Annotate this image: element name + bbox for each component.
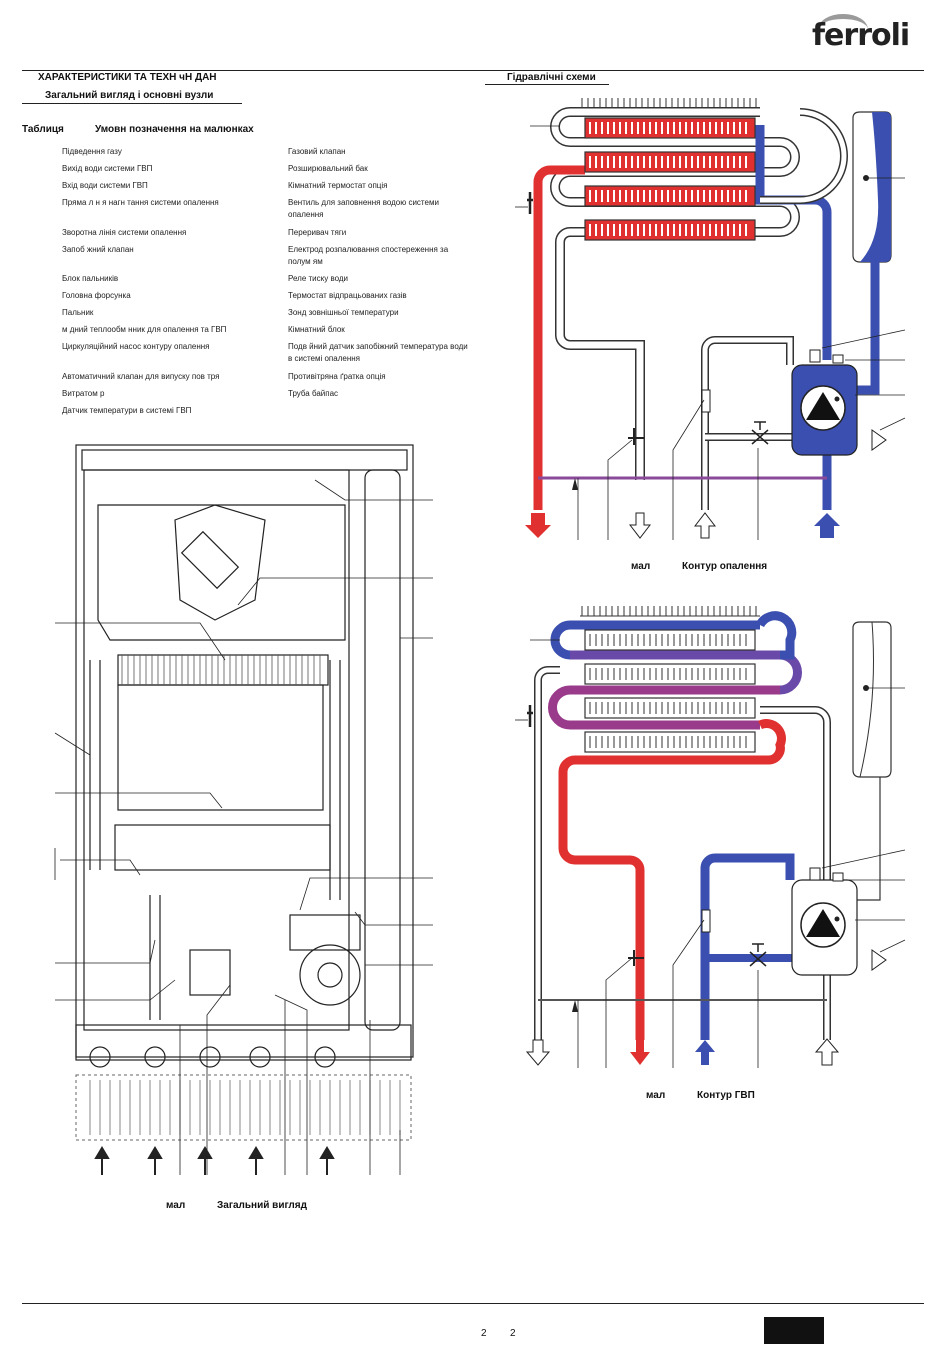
- legend-item: Вхід води системи ГВП: [62, 181, 148, 190]
- fig-general-prefix: мал: [166, 1200, 186, 1211]
- legend-item: Зонд зовнішньої температури: [288, 308, 399, 317]
- logo-arc: [818, 14, 868, 45]
- legend-item: Пряма л н я нагн тання системи опалення: [62, 198, 219, 207]
- pump: [299, 944, 361, 1006]
- section-title: ХАРАКТЕРИСТИКИ ТА ТЕХН чН ДАН: [38, 72, 217, 83]
- legend-item: Подв йний датчик запобіжний температура …: [288, 342, 468, 363]
- legend-item: Пальник: [62, 308, 94, 317]
- legend-item: м дний теплообм нник для опалення та ГВП: [62, 325, 227, 334]
- legend-item: Головна форсунка: [62, 291, 131, 300]
- subsection-title: Загальний вигляд і основні вузли: [45, 90, 214, 101]
- legend-item: Кімнатний блок: [288, 325, 345, 334]
- fig-heating-caption: Контур опалення: [682, 561, 768, 572]
- legend-item: Блок пальників: [62, 274, 119, 283]
- legend-item: Електрод розпалювання спостереження за п…: [288, 245, 449, 266]
- page-number-left: 2: [481, 1328, 487, 1339]
- legend-item: Датчик температури в системі ГВП: [62, 406, 192, 415]
- fig-general-caption: Загальний вигляд: [217, 1200, 307, 1211]
- legend-item: Витратом р: [62, 389, 105, 398]
- hydraulic-title: Гідравлічні схеми: [507, 72, 596, 83]
- fig-dhw-prefix: мал: [646, 1090, 666, 1101]
- dhw-circuit-diagram: [515, 606, 906, 1068]
- legend-item: Противітряна ґратка опція: [288, 372, 386, 381]
- expansion-tank: [852, 621, 892, 778]
- pump-icon: [800, 902, 846, 948]
- legend-right: Газовий клапан Розширювальний бак Кімнат…: [288, 146, 468, 405]
- page-number-right: 2: [510, 1328, 516, 1339]
- pump-housing: [791, 364, 858, 456]
- table-label: Таблиця: [22, 124, 64, 135]
- pump-housing: [791, 879, 858, 976]
- legend-item: Переривач тяги: [288, 228, 347, 237]
- header-rule: [22, 70, 924, 71]
- boiler-casing: [75, 444, 414, 1058]
- legend-item: Термостат відпрацьованих газів: [288, 291, 407, 300]
- legend-item: Циркуляційний насос контуру опалення: [62, 342, 210, 351]
- legend-item: Кімнатний термостат опція: [288, 181, 388, 190]
- expansion-tank: [852, 111, 892, 263]
- language-tab: [764, 1317, 824, 1344]
- heat-exchanger: [117, 654, 329, 686]
- legend-item: Труба байпас: [288, 389, 339, 398]
- legend-item: Вихід води системи ГВП: [62, 164, 153, 173]
- manifold: [75, 1024, 412, 1061]
- gas-valve: [189, 949, 231, 996]
- legend-item: Реле тиску води: [288, 274, 349, 283]
- fig-dhw-caption: Контур ГВП: [697, 1090, 755, 1101]
- brand-logo: ferroli: [812, 18, 910, 53]
- legend-item: Розширювальний бак: [288, 164, 368, 173]
- footer-rule: [22, 1303, 924, 1304]
- table-title: Умовн позначення на малюнках: [95, 124, 254, 135]
- legend-item: Підведення газу: [62, 147, 122, 156]
- legend-item: Вентиль для заповнення водою системи опа…: [288, 198, 439, 219]
- heating-circuit-diagram: [515, 98, 906, 540]
- subsection-underline: [22, 103, 242, 104]
- legend-item: Запоб жний клапан: [62, 245, 134, 254]
- legend-item: Зворотна лінія системи опалення: [62, 228, 187, 237]
- legend-left: Підведення газу Вихід води системи ГВП В…: [62, 146, 272, 422]
- fig-heating-prefix: мал: [631, 561, 651, 572]
- legend-item: Газовий клапан: [288, 147, 346, 156]
- hydraulic-underline: [485, 84, 609, 85]
- burner-block: [114, 824, 331, 871]
- pump-icon: [800, 385, 846, 431]
- legend-item: Автоматичний клапан для випуску пов тря: [62, 372, 220, 381]
